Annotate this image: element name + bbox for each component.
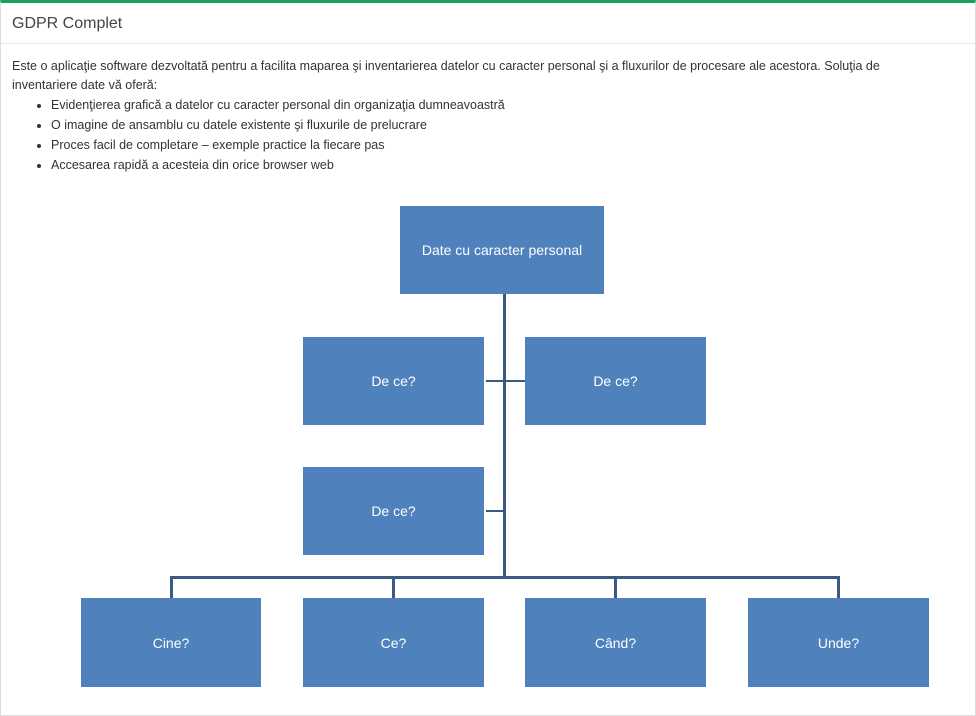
feature-item: Proces facil de completare – exemple pra… <box>51 135 942 155</box>
assistant-connector-right <box>505 380 525 382</box>
child-drop-line-1 <box>170 577 173 598</box>
assistant-node-1: De ce? <box>303 337 484 425</box>
child-node-cand: Când? <box>525 598 706 687</box>
feature-item: Accesarea rapidă a acesteia din orice br… <box>51 155 942 175</box>
child-drop-line-3 <box>614 577 617 598</box>
intro-paragraph: Este o aplicaţie software dezvoltată pen… <box>12 59 880 92</box>
children-bus-line <box>170 576 840 579</box>
feature-list: Evidenţierea grafică a datelor cu caract… <box>12 95 942 175</box>
child-drop-line-2 <box>392 577 395 598</box>
root-node: Date cu caracter personal <box>400 206 604 294</box>
child-node-ce: Ce? <box>303 598 484 687</box>
child-node-unde: Unde? <box>748 598 929 687</box>
intro-section: Este o aplicaţie software dezvoltată pen… <box>12 57 942 175</box>
assistant-connector-left-2 <box>486 510 504 512</box>
child-drop-line-4 <box>837 577 840 598</box>
assistant-connector-left-1 <box>486 380 504 382</box>
header-divider <box>1 43 975 44</box>
child-node-cine: Cine? <box>81 598 261 687</box>
trunk-line <box>503 294 506 578</box>
assistant-node-3: De ce? <box>303 467 484 555</box>
page-title: GDPR Complet <box>12 15 123 32</box>
feature-item: O imagine de ansamblu cu datele existent… <box>51 115 942 135</box>
feature-item: Evidenţierea grafică a datelor cu caract… <box>51 95 942 115</box>
assistant-node-2: De ce? <box>525 337 706 425</box>
